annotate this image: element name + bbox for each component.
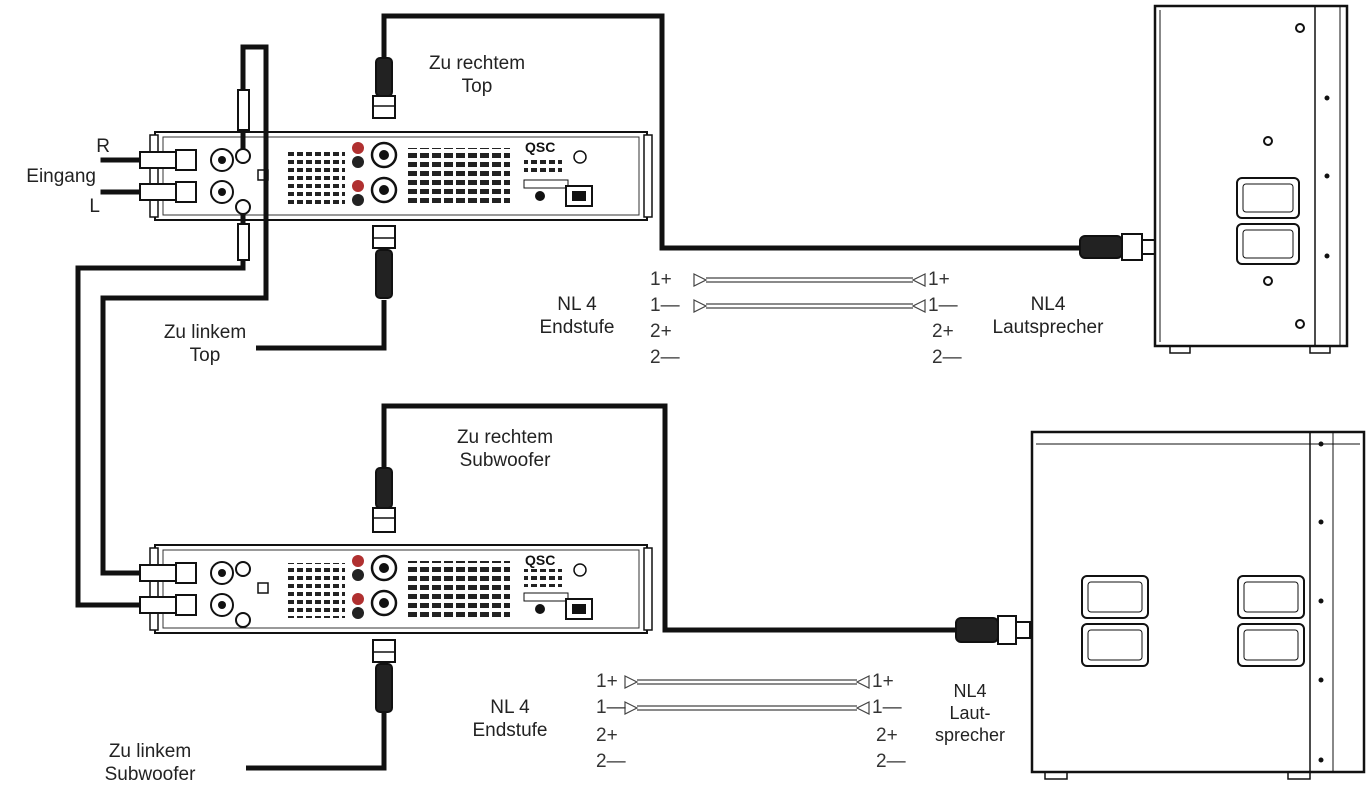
label-speaker-nl4-sub: NL4 Laut- sprecher (934, 681, 1006, 745)
pin-spk-top-1p: 1+ (928, 269, 950, 290)
pin-amp-top-2m: 2— (650, 347, 680, 368)
pin-amp-top-2p: 2+ (650, 321, 672, 342)
top-speaker-cables (256, 13, 1082, 351)
pin-amp-sub-2m: 2— (596, 751, 626, 772)
label-speaker-nl4-top: NL4 Lautsprecher (992, 294, 1104, 338)
top-speaker-cabinet (1153, 4, 1349, 354)
input-r-label: R (96, 136, 110, 157)
speakon-plug-top-up (372, 57, 396, 119)
label-to-right-top: Zu rechtem Top (428, 53, 526, 97)
label-amp-nl4-top: NL 4 Endstufe (539, 294, 615, 338)
pinout-lines-top (693, 273, 926, 313)
label-to-right-sub: Zu rechtem Subwoofer (456, 427, 554, 471)
speakon-plug-top-speaker (1079, 233, 1157, 261)
amplifier-top: QSC (149, 131, 653, 221)
pin-amp-sub-1p: 1+ (596, 671, 618, 692)
label-to-left-top: Zu linkem Top (163, 322, 247, 366)
pin-amp-top-1p: 1+ (650, 269, 672, 290)
sub-speaker-cables (246, 403, 958, 771)
qsc-logo: QSC (525, 552, 555, 568)
label-amp-nl4-sub: NL 4 Endstufe (472, 697, 548, 741)
pin-amp-top-1m: 1— (650, 295, 680, 316)
pin-amp-sub-1m: 1— (596, 697, 626, 718)
subwoofer-cabinet (1030, 430, 1366, 780)
qsc-logo: QSC (525, 139, 555, 155)
input-title-label: Eingang (26, 166, 96, 187)
pin-spk-top-2p: 2+ (932, 321, 954, 342)
speakon-plug-sub-up (372, 467, 396, 533)
speakon-plug-top-down (372, 225, 396, 299)
input-l-label: L (89, 196, 100, 217)
amplifier-bottom: QSC (149, 544, 653, 634)
pin-spk-top-2m: 2— (932, 347, 962, 368)
pin-spk-top-1m: 1— (928, 295, 958, 316)
speakon-plug-sub-down (372, 639, 396, 713)
pin-spk-sub-1m: 1— (872, 697, 902, 718)
label-to-left-sub: Zu linkem Subwoofer (104, 741, 196, 785)
input-cables (100, 149, 197, 203)
pin-spk-sub-2m: 2— (876, 751, 906, 772)
pin-spk-sub-1p: 1+ (872, 671, 894, 692)
link-cables (75, 44, 269, 616)
pinout-lines-sub (624, 675, 870, 715)
pin-spk-sub-2p: 2+ (876, 725, 898, 746)
speakon-plug-sub-speaker (955, 615, 1031, 645)
pin-amp-sub-2p: 2+ (596, 725, 618, 746)
